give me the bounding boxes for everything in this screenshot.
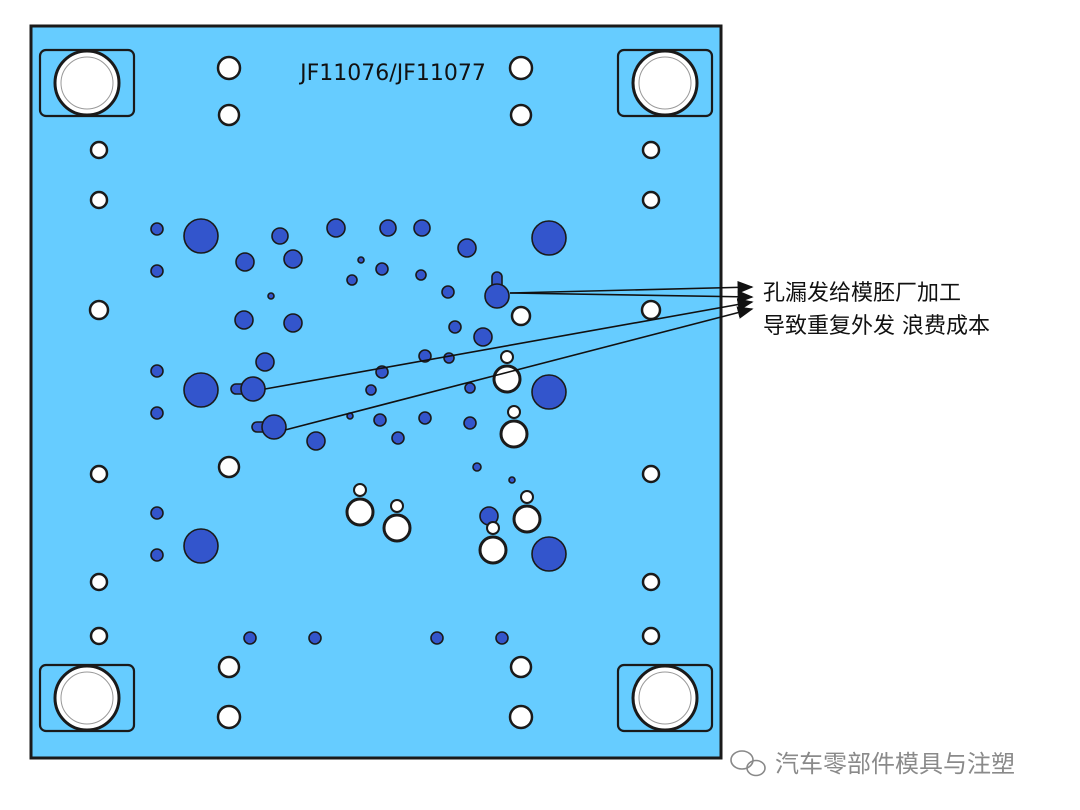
callout-arrow [284, 306, 754, 431]
open-hole [510, 305, 532, 327]
open-hole [641, 190, 661, 210]
open-hole-group [88, 55, 662, 730]
missed-hole [415, 269, 427, 281]
missed-hole [413, 219, 431, 237]
missed-hole [531, 220, 567, 256]
missed-hole [150, 222, 164, 236]
missed-hole [472, 462, 482, 472]
missed-hole [457, 238, 477, 258]
missed-keyhole-slot [251, 414, 287, 440]
missed-hole [443, 352, 455, 364]
counterbore-hole [492, 350, 522, 394]
open-hole [509, 103, 533, 127]
watermark-brand-text: 汽车零部件模具与注塑 [775, 750, 1015, 778]
open-hole [217, 103, 241, 127]
missed-hole [531, 536, 567, 572]
counterbore-hole [512, 490, 542, 534]
open-hole [216, 55, 242, 81]
missed-hole [448, 320, 462, 334]
missed-hole [495, 631, 509, 645]
missed-hole [365, 384, 377, 396]
open-hole [89, 464, 109, 484]
callout-arrows [264, 280, 754, 431]
guide-pillar [38, 663, 136, 733]
missed-hole [183, 218, 219, 254]
watermark: 汽车零部件模具与注塑 [730, 750, 1015, 778]
guide-pillar-group [38, 48, 714, 733]
missed-hole [255, 352, 275, 372]
missed-hole [235, 252, 255, 272]
missed-hole-group [150, 218, 567, 645]
annotation-line-2: 导致重复外发 浪费成本 [763, 314, 990, 339]
missed-hole [243, 631, 257, 645]
missed-hole [508, 476, 516, 484]
missed-hole [183, 528, 219, 564]
missed-hole [391, 431, 405, 445]
guide-pillar [38, 48, 136, 118]
missed-hole [473, 327, 493, 347]
missed-hole [463, 416, 477, 430]
missed-hole [150, 506, 164, 520]
missed-hole [464, 382, 476, 394]
missed-hole [373, 413, 387, 427]
counterbore-hole [478, 521, 508, 565]
missed-hole [326, 218, 346, 238]
open-hole [641, 572, 661, 592]
missed-hole [357, 256, 365, 264]
open-hole [217, 455, 241, 479]
guide-pillar [616, 48, 714, 118]
open-hole [217, 655, 241, 679]
missed-hole [306, 431, 326, 451]
missed-keyhole-slot [484, 271, 510, 309]
guide-pillar [616, 663, 714, 733]
open-hole [89, 572, 109, 592]
missed-hole [283, 313, 303, 333]
open-hole [508, 704, 534, 730]
open-hole [89, 140, 109, 160]
open-hole [509, 655, 533, 679]
missed-hole [531, 374, 567, 410]
open-hole [641, 464, 661, 484]
keyhole-slot-group [345, 350, 542, 565]
annotation-line-1: 孔漏发给模胚厂加工 [763, 281, 961, 306]
missed-hole [183, 372, 219, 408]
open-hole [216, 704, 242, 730]
callout-arrow [509, 290, 754, 304]
missed-hole [150, 364, 164, 378]
open-hole [89, 190, 109, 210]
part-number-label: JF11076/JF11077 [298, 61, 486, 86]
missed-hole [418, 349, 432, 363]
open-hole [88, 299, 110, 321]
open-hole [508, 55, 534, 81]
open-hole [641, 140, 661, 160]
callout-arrow [509, 280, 754, 294]
missed-hole [346, 274, 358, 286]
missed-hole [283, 249, 303, 269]
missed-keyhole-slot [230, 376, 266, 402]
missed-hole [418, 411, 432, 425]
open-hole [89, 626, 109, 646]
missed-hole [150, 406, 164, 420]
missed-hole [234, 310, 254, 330]
open-hole [641, 626, 661, 646]
missed-hole [267, 292, 275, 300]
missed-hole [308, 631, 322, 645]
missed-hole [150, 264, 164, 278]
wechat-icon [730, 750, 766, 777]
callout-arrow [264, 298, 754, 390]
counterbore-hole [499, 405, 529, 449]
missed-hole [271, 227, 289, 245]
counterbore-hole [345, 483, 375, 527]
missed-hole [430, 631, 444, 645]
counterbore-hole [382, 499, 412, 543]
missed-hole [375, 262, 389, 276]
missed-hole [150, 548, 164, 562]
missed-hole [379, 219, 397, 237]
missed-hole [441, 285, 455, 299]
open-hole [640, 299, 662, 321]
